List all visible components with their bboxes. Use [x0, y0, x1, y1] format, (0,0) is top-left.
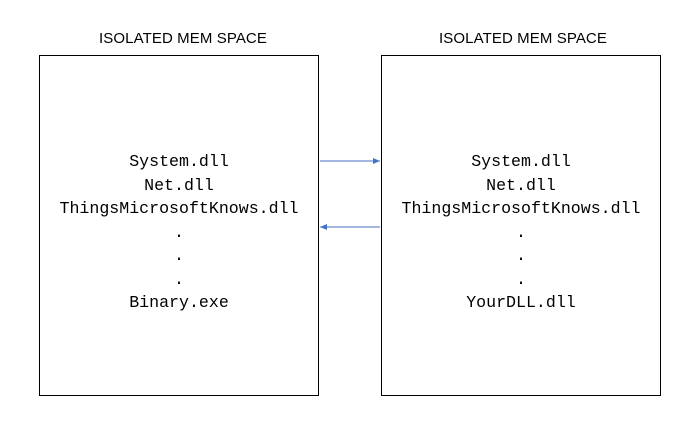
module-item: ThingsMicrosoftKnows.dll — [401, 199, 641, 218]
ellipsis-dot: . — [516, 246, 526, 265]
right-module-list: System.dll Net.dll ThingsMicrosoftKnows.… — [382, 150, 660, 315]
module-item: ThingsMicrosoftKnows.dll — [59, 199, 299, 218]
ellipsis-dot: . — [174, 269, 184, 289]
left-module-list: System.dll Net.dll ThingsMicrosoftKnows.… — [40, 150, 318, 315]
module-item-binary: Binary.exe — [129, 293, 229, 312]
left-memory-space-box: System.dll Net.dll ThingsMicrosoftKnows.… — [39, 55, 319, 396]
ellipsis-dot: . — [516, 222, 526, 242]
module-item-dll: YourDLL.dll — [466, 293, 576, 312]
ellipsis-dot: . — [516, 269, 526, 289]
module-item: System.dll — [129, 152, 229, 171]
right-memory-space-box: System.dll Net.dll ThingsMicrosoftKnows.… — [381, 55, 661, 396]
left-memory-space-title: ISOLATED MEM SPACE — [99, 30, 267, 47]
module-item: Net.dll — [144, 175, 214, 195]
module-item: Net.dll — [486, 175, 556, 195]
module-item: System.dll — [471, 152, 571, 171]
right-memory-space-title: ISOLATED MEM SPACE — [439, 30, 607, 47]
ellipsis-dot: . — [174, 246, 184, 265]
ellipsis-dot: . — [174, 222, 184, 242]
